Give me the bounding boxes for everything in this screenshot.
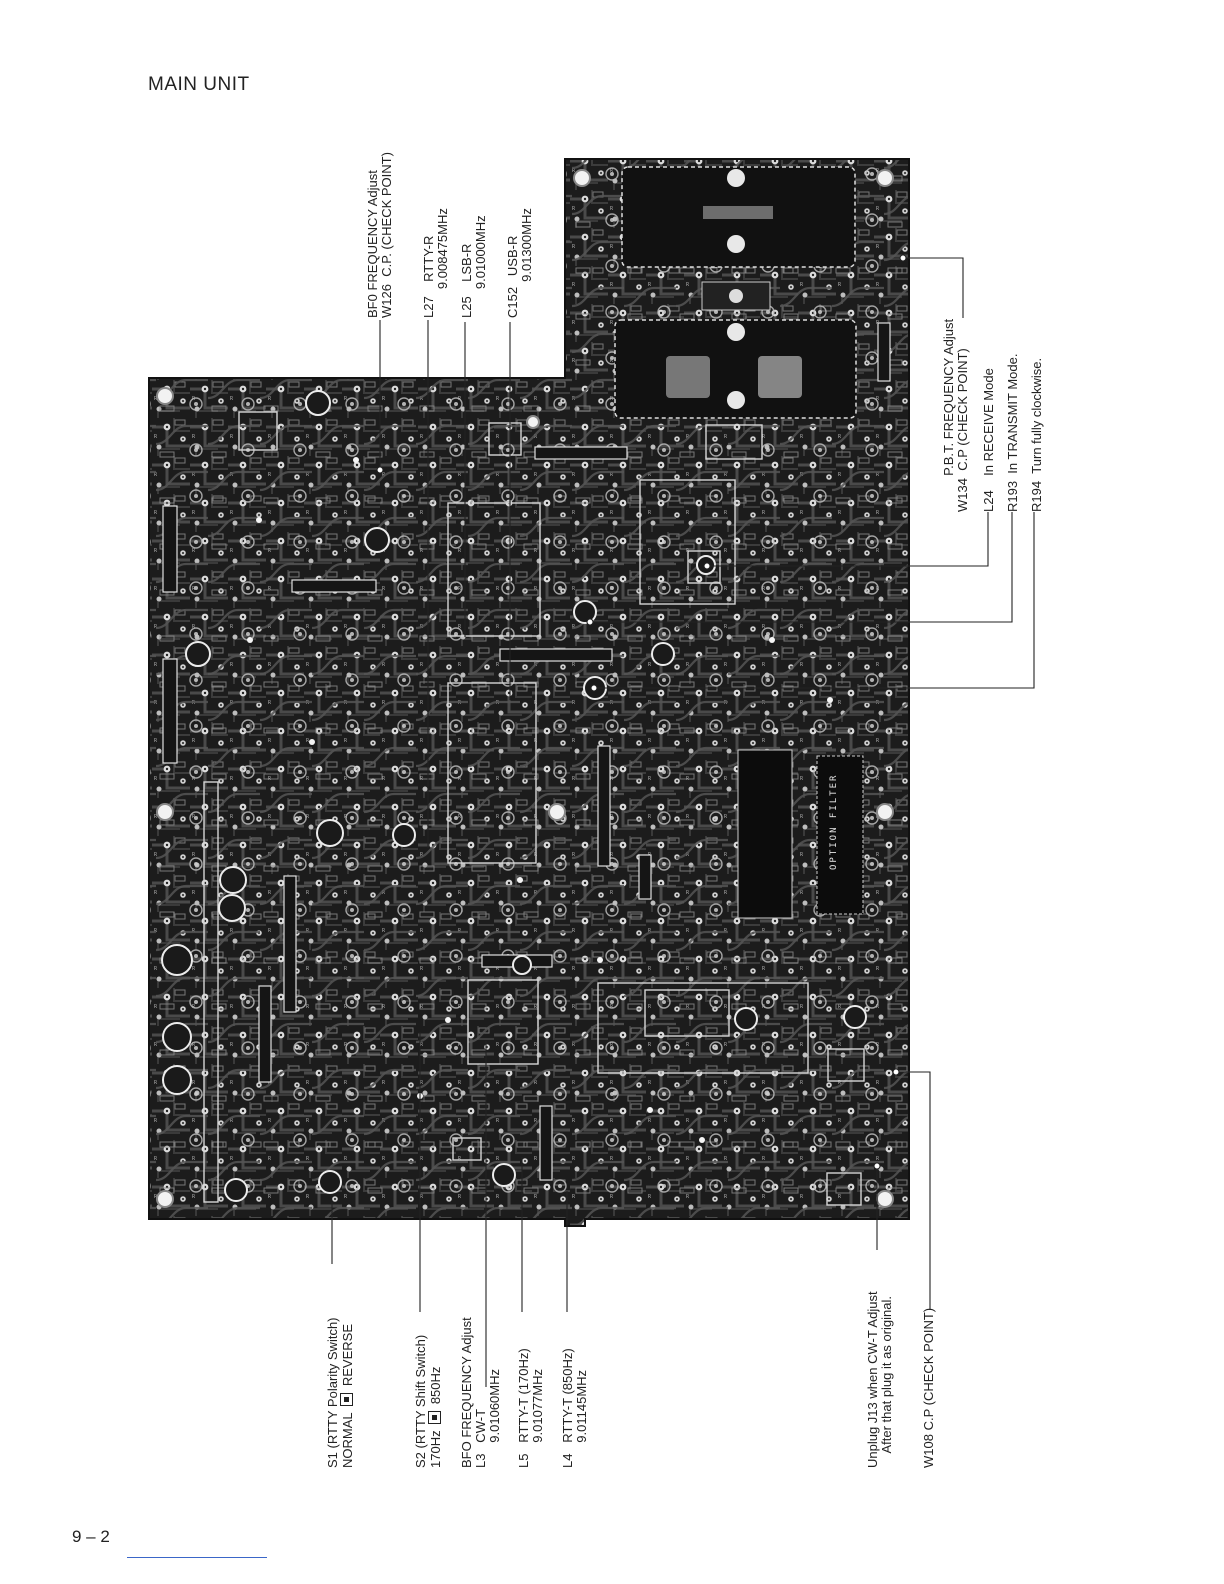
connector-strips	[162, 322, 891, 1181]
electrolytic-capacitors	[161, 390, 867, 1202]
label-w108: W108 C.P (CHECK POINT)	[921, 1307, 936, 1468]
option-filter-silk: OPTION FILTER	[829, 774, 839, 870]
label-w126: BF0 FREQUENCY Adjust W126 C.P. (CHECK PO…	[365, 152, 394, 318]
label-l4: L4 RTTY-T (850Hz) 9.01145MHz	[560, 1348, 589, 1468]
label-bfo: BFO FREQUENCY Adjust L3 CW-T 9.01060MHz	[459, 1317, 502, 1468]
label-r194: R194 Turn fully clockwise.	[1029, 357, 1044, 512]
page-number: 9 – 2	[72, 1527, 110, 1546]
label-l27: L27 RTTY-R 9.008475MHz	[421, 208, 450, 318]
crystal-filter-housings	[614, 166, 857, 419]
label-w134: P.B.T. FREQUENCY Adjust W134 C.P (CHECK …	[941, 318, 970, 512]
component-outlines	[203, 411, 865, 1206]
label-c152: C152 USB-R 9.01300MHz	[505, 208, 534, 318]
label-s2: S2 (RTTY Shift Switch) 170Hz 850Hz	[413, 1334, 443, 1468]
label-l25: L25 LSB-R 9.01000MHz	[459, 215, 488, 318]
leader-lines	[331, 257, 1035, 1387]
label-l5: L5 RTTY-T (170Hz) 9.01077MHz	[516, 1348, 545, 1468]
switch-box-icon	[340, 1392, 353, 1406]
label-j13: Unplug J13 when CW-T Adjust After that p…	[865, 1291, 894, 1468]
option-filter-block	[737, 749, 864, 919]
label-s1: S1 (RTTY Polarity Switch) NORMAL REVERSE	[325, 1317, 355, 1468]
switch-box-icon	[428, 1410, 441, 1424]
page-title: MAIN UNIT	[148, 74, 250, 95]
label-l24: L24 In RECEIVE Mode	[981, 368, 996, 512]
footer-rule	[127, 1557, 267, 1558]
label-r193: R193 In TRANSMIT Mode.	[1005, 353, 1020, 512]
mounting-holes	[156, 169, 894, 1208]
